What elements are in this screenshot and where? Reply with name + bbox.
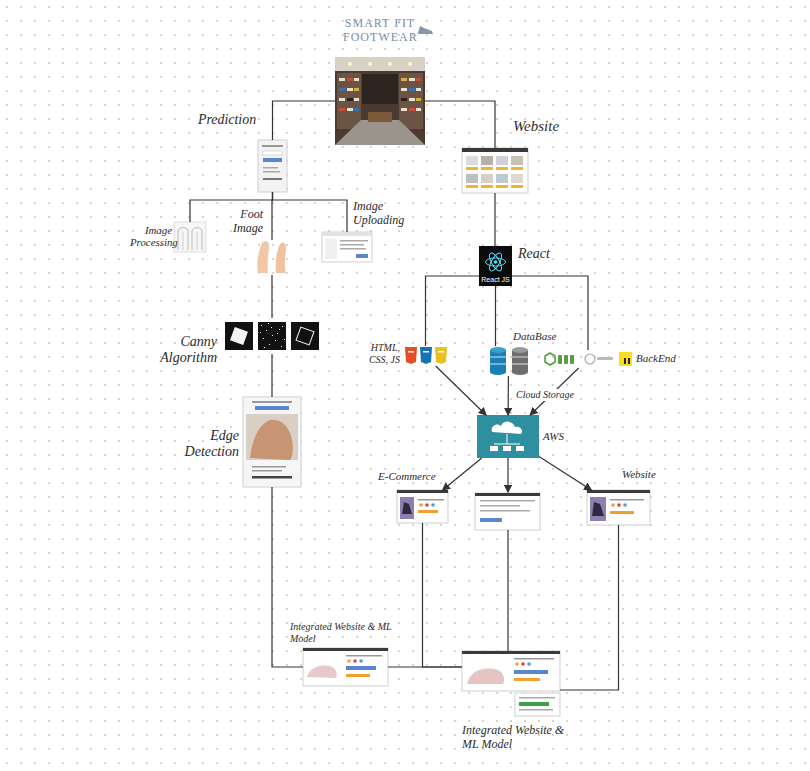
node-label: Edge Detection [173,428,239,460]
image-node: E-Commerce [397,490,448,523]
image-node: SMART FIT FOOTWEAR [335,57,425,145]
connector [495,286,496,346]
node-label: Website [622,468,682,481]
connector [494,193,495,246]
image-node: DataBase [486,346,531,376]
image-node: ReactReact JS [479,246,512,286]
node-label: Foot Image [223,208,263,236]
connector [423,523,463,667]
node-label: Integrated Website & ML Model [462,724,576,752]
connector [508,376,509,415]
edge-label: Cloud Storage [514,389,576,401]
image-node: Image Processing [174,222,206,252]
node-label: Website [513,118,583,135]
connector [273,101,336,140]
connector [426,276,480,346]
image-node: Canny Algorithm [221,318,323,354]
image-node: BackEnd [544,350,632,368]
node-label: Canny Algorithm [151,334,217,366]
connector [273,192,348,232]
node-label: E-Commerce [378,470,444,483]
connector [436,366,486,415]
node-label: SMART FIT FOOTWEAR [343,17,417,45]
connector [512,276,588,350]
connector [388,666,462,667]
image-node: Integrated Website & ML Model [462,651,560,716]
node-label: HTML, CSS, JS [366,342,400,365]
connector [425,101,495,148]
image-node: Prediction [258,140,287,192]
node-label: Integrated Website & ML Model [290,621,412,644]
node-label: Image Processing [130,224,172,249]
node-label: DataBase [513,330,573,343]
image-node: AWS [477,415,539,458]
image-node: Edge Detection [243,397,301,487]
image-node: Foot Image [255,240,289,275]
connector [443,458,482,490]
image-node: Integrated Website & ML Model [303,648,388,686]
node-label: Prediction [198,112,256,128]
image-node: HTML, CSS, JS [404,346,447,366]
node-label: BackEnd [636,352,690,365]
logo-caption: React JS [479,276,512,284]
image-node: Website [587,490,650,525]
node-label: AWS [543,430,583,443]
connector [560,525,619,690]
node-label: Image Uploading [353,200,415,228]
connector [271,354,272,397]
connector [271,275,272,318]
connector [539,456,591,490]
node-label: React [518,246,568,262]
image-node: Image Uploading [322,232,372,262]
image-node: Website [462,148,528,193]
